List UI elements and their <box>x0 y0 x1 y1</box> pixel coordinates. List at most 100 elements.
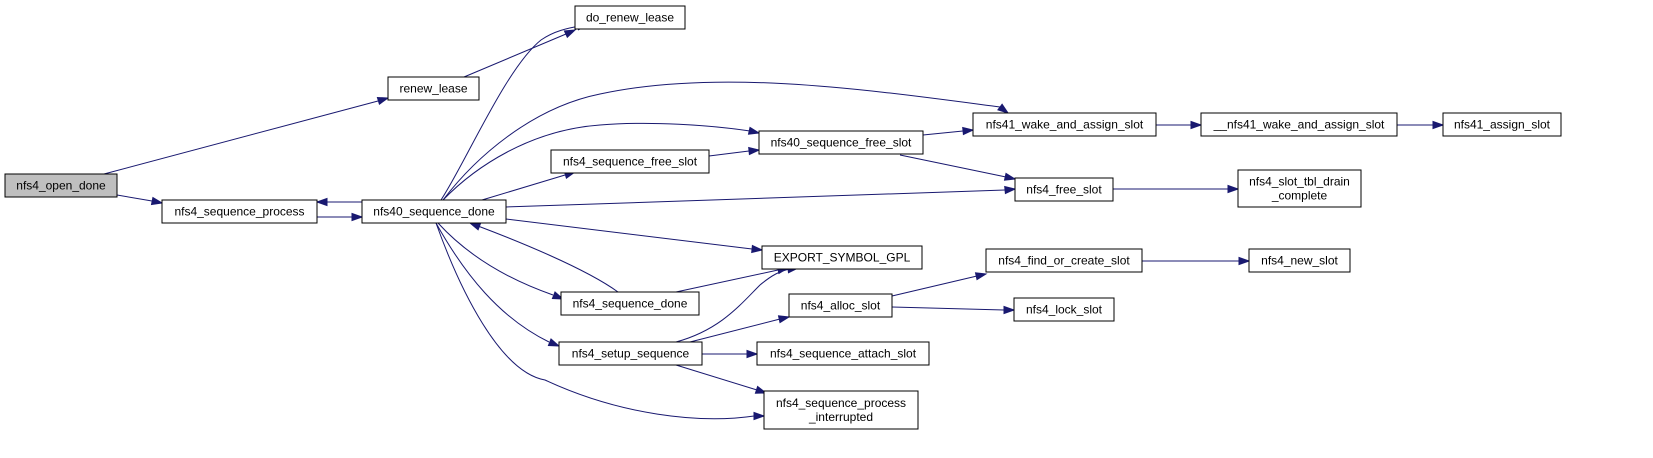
edge-nfs40_sequence_done-to-nfs4_free_slot <box>505 185 1017 208</box>
edge-line <box>103 100 379 175</box>
edge-line <box>463 33 567 78</box>
node-renew-lease[interactable]: renew_lease <box>387 76 480 101</box>
node-nfs4-sequence-attach-slot[interactable]: nfs4_sequence_attach_slot <box>756 341 930 366</box>
node-nfs4-sequence-free-slot[interactable]: nfs4_sequence_free_slot <box>550 149 710 174</box>
edge-nfs4_alloc_slot-to-nfs4_lock_slot <box>891 305 1016 315</box>
node-label: nfs4_open_done <box>16 179 106 193</box>
arrowhead <box>754 385 768 394</box>
node-box <box>761 245 923 270</box>
node-label: do_renew_lease <box>586 11 674 25</box>
edge-line <box>505 189 1006 208</box>
edge-line <box>435 222 755 420</box>
node-EXPORT-SYMBOL-GPL[interactable]: EXPORT_SYMBOL_GPL <box>761 245 923 270</box>
node-nfs4-open-done[interactable]: nfs4_open_done <box>4 173 118 198</box>
arrowhead <box>1190 120 1203 130</box>
arrowhead <box>547 338 561 347</box>
node-do-renew-lease[interactable]: do_renew_lease <box>574 5 686 30</box>
edge-nfs4_sequence_done-to-nfs40_sequence_done <box>468 222 619 293</box>
edge-nfs40_sequence_done-to-nfs40_sequence_free_slot <box>442 122 761 201</box>
arrowhead <box>468 222 482 231</box>
node-box <box>756 341 930 366</box>
edge-line <box>675 268 791 343</box>
node-nfs4-find-or-create-slot[interactable]: nfs4_find_or_create_slot <box>985 248 1143 273</box>
node-nfs4-new-slot[interactable]: nfs4_new_slot <box>1248 248 1351 273</box>
arrowhead <box>962 126 975 136</box>
edge-nfs4_sequence_process-to-nfs40_sequence_done <box>317 212 364 222</box>
edge-nfs40_sequence_done-to-nfs4_sequence_process <box>315 197 362 207</box>
edge-line <box>689 318 781 343</box>
edge-line <box>442 81 1001 201</box>
node-box <box>758 130 924 155</box>
node-label: nfs4_setup_sequence <box>572 347 690 361</box>
arrowhead <box>1238 256 1251 266</box>
edge-nfs40_sequence_free_slot-to-nfs4_free_slot <box>899 154 1017 181</box>
edge-nfs40_sequence_done-to-nfs4_setup_sequence <box>435 222 561 347</box>
edge-nfs40_sequence_done-to-nfs4_sequence_done <box>437 222 565 300</box>
node-box <box>1013 297 1115 322</box>
node-box <box>1442 112 1562 137</box>
arrowhead <box>974 272 988 281</box>
arrowhead <box>563 29 577 39</box>
arrowhead <box>997 103 1010 114</box>
arrowhead <box>315 197 328 207</box>
arrowhead <box>1003 172 1017 181</box>
arrowhead <box>551 291 565 300</box>
edge-nfs4_sequence_free_slot-to-nfs40_sequence_free_slot <box>708 146 761 157</box>
node-nfs4-slot-tbl-drain-complete[interactable]: nfs4_slot_tbl_drain_complete <box>1237 169 1362 208</box>
edge-line <box>899 154 1007 178</box>
edge-line <box>708 150 750 157</box>
node-nfs4-free-slot[interactable]: nfs4_free_slot <box>1014 177 1114 202</box>
node-label: nfs4_sequence_process <box>776 396 906 410</box>
arrowhead <box>1432 120 1445 130</box>
node-box <box>560 291 700 316</box>
node-nfs41-wake-and-assign-slot[interactable]: nfs41_wake_and_assign_slot <box>972 112 1157 137</box>
node-label: __nfs41_wake_and_assign_slot <box>1213 118 1385 132</box>
node-box <box>763 390 919 430</box>
node-label: nfs4_find_or_create_slot <box>998 254 1130 268</box>
node-label: nfs4_sequence_process <box>174 205 304 219</box>
edge-__nfs41_wake_and_assign_slot-to-nfs41_assign_slot <box>1397 120 1445 130</box>
node-nfs4-sequence-done[interactable]: nfs4_sequence_done <box>560 291 700 316</box>
node-label: nfs4_lock_slot <box>1026 303 1103 317</box>
edge-line <box>675 269 779 293</box>
arrowhead <box>777 315 791 324</box>
node-box <box>361 199 507 224</box>
node-label: nfs41_wake_and_assign_slot <box>986 118 1144 132</box>
node-nfs41-assign-slot[interactable]: nfs41_assign_slot <box>1442 112 1562 137</box>
node-label: _interrupted <box>808 410 873 424</box>
edge-line <box>116 194 153 202</box>
edge-nfs4_setup_sequence-to-nfs4_sequence_attach_slot <box>702 349 759 359</box>
edge-line <box>675 364 758 391</box>
node-nfs4-alloc-slot[interactable]: nfs4_alloc_slot <box>788 293 893 318</box>
node-box <box>4 173 118 198</box>
node-label: nfs4_sequence_free_slot <box>563 155 698 169</box>
edge-line <box>437 222 554 296</box>
node---nfs41-wake-and-assign-slot[interactable]: __nfs41_wake_and_assign_slot <box>1200 112 1398 137</box>
node-nfs4-sequence-process[interactable]: nfs4_sequence_process <box>161 199 318 224</box>
edge-nfs40_sequence_done-to-nfs4_sequence_free_slot <box>481 170 577 201</box>
node-label: nfs4_slot_tbl_drain <box>1249 175 1350 189</box>
edge-nfs4_open_done-to-renew_lease <box>103 96 390 175</box>
arrowhead <box>150 196 164 206</box>
node-nfs40-sequence-free-slot[interactable]: nfs40_sequence_free_slot <box>758 130 924 155</box>
node-box <box>387 76 480 101</box>
node-nfs4-setup-sequence[interactable]: nfs4_setup_sequence <box>558 341 703 366</box>
arrowhead <box>748 146 761 156</box>
node-box <box>1237 169 1362 208</box>
node-box <box>550 149 710 174</box>
arrowhead <box>747 126 761 135</box>
edge-line <box>891 275 978 297</box>
edge-nfs4_alloc_slot-to-nfs4_find_or_create_slot <box>891 272 988 297</box>
node-label: nfs41_assign_slot <box>1454 118 1551 132</box>
node-box <box>1014 177 1114 202</box>
node-nfs4-lock-slot[interactable]: nfs4_lock_slot <box>1013 297 1115 322</box>
edge-nfs4_setup_sequence-to-nfs4_sequence_process_interrupted <box>675 364 768 394</box>
node-nfs40-sequence-done[interactable]: nfs40_sequence_done <box>361 199 507 224</box>
edge-line <box>440 25 581 201</box>
edge-nfs4_setup_sequence-to-nfs4_alloc_slot <box>689 315 791 343</box>
edge-nfs40_sequence_done-to-nfs4_sequence_process_interrupted <box>435 222 766 421</box>
edge-renew_lease-to-do_renew_lease <box>463 29 577 78</box>
node-box <box>161 199 318 224</box>
node-nfs4-sequence-process-interrupted[interactable]: nfs4_sequence_process_interrupted <box>763 390 919 430</box>
arrowhead <box>351 212 364 222</box>
